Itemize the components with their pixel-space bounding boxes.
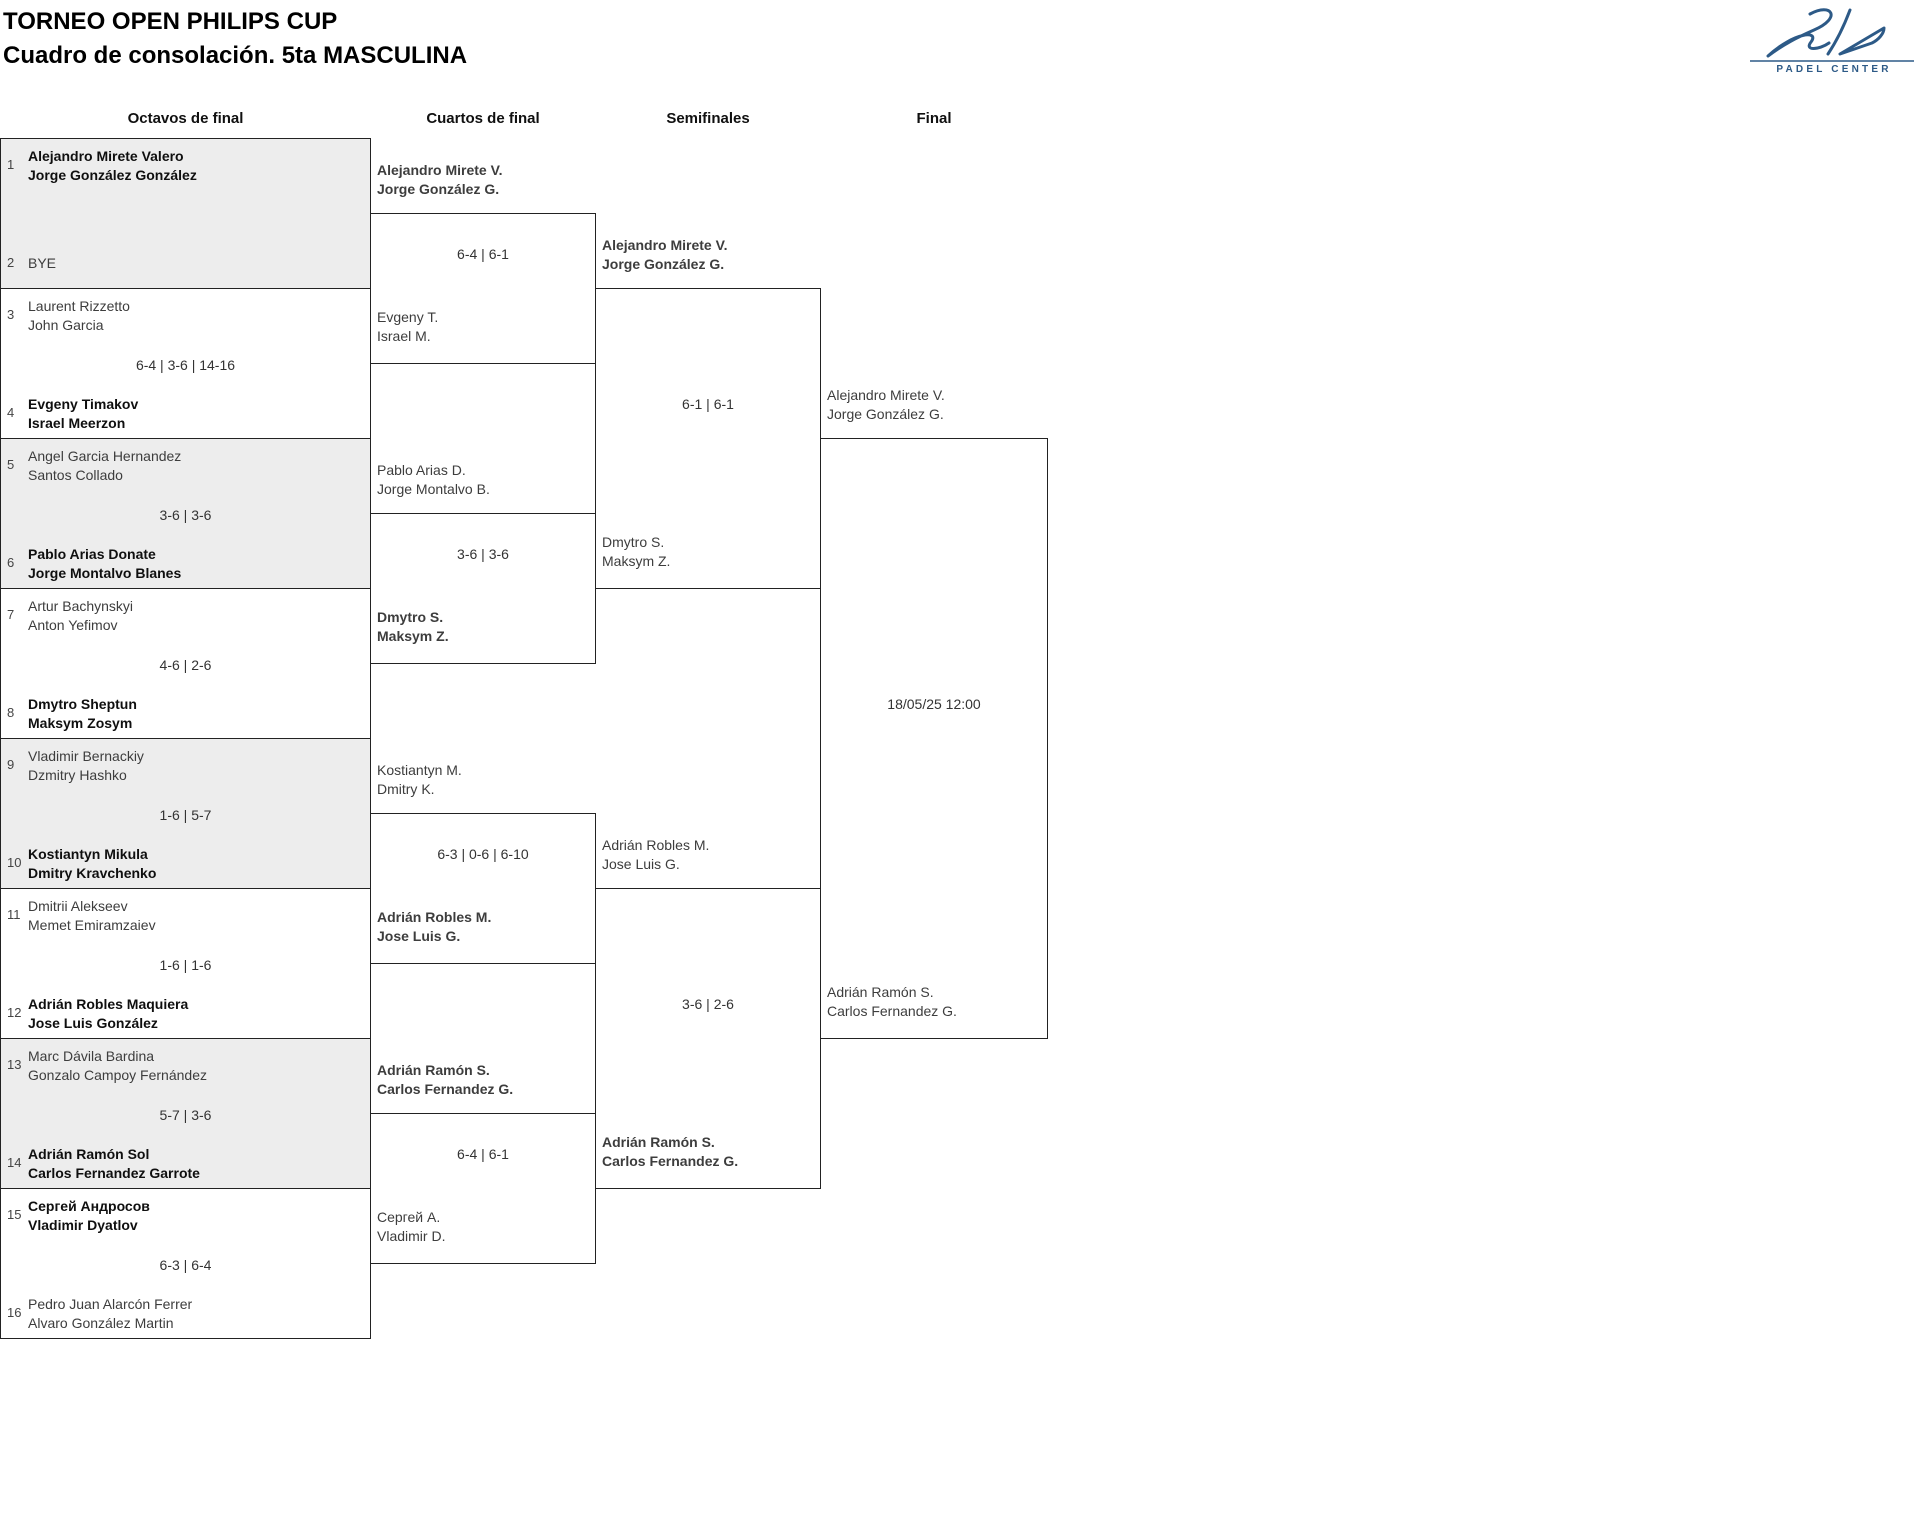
seed-number: 11 (7, 907, 21, 922)
team-name: Kostiantyn M.Dmitry K. (377, 762, 462, 797)
team-name: Adrián Ramón S.Carlos Fernandez G. (377, 1062, 514, 1097)
seed-number: 2 (7, 255, 15, 270)
match-score: 6-3 | 6-4 (159, 1257, 212, 1273)
team-name: Dmitrii Alekseev Memet Emiramzaiev (28, 898, 156, 933)
team-name: Angel Garcia Hernandez Santos Collado (28, 448, 182, 483)
team-name: Alejandro Mirete Valero Jorge González G… (28, 148, 197, 183)
octavos-match-box-3: 5 Angel Garcia Hernandez Santos Collado … (0, 438, 371, 589)
team-name: Pablo Arias D.Jorge Montalvo B. (377, 462, 490, 497)
match-score: 1-6 | 5-7 (159, 807, 212, 823)
round-header-semifinales: Semifinales (666, 110, 750, 127)
seed-number: 14 (7, 1155, 22, 1170)
team-name: Adrián Ramón S.Carlos Fernandez G. (827, 984, 957, 1019)
match-score: 4-6 | 2-6 (159, 657, 212, 673)
octavos-match-box-5: 9 Vladimir Bernackiy Dzmitry Hashko 1-6 … (0, 738, 371, 889)
team-name: Alejandro Mirete V.Jorge González G. (602, 237, 728, 272)
seed-number: 6 (7, 555, 15, 570)
team-name: Сергей А.Vladimir D. (377, 1209, 446, 1244)
match-score: 1-6 | 1-6 (159, 957, 212, 973)
octavos-match-box-2: 3 Laurent Rizzetto John Garcia 6-4 | 3-6… (0, 288, 371, 439)
octavos-match-box-4: 7 Artur Bachynskyi Anton Yefimov 4-6 | 2… (0, 588, 371, 739)
team-name: Kostiantyn Mikula Dmitry Kravchenko (28, 846, 157, 881)
octavos-match-box-1: 1 Alejandro Mirete Valero Jorge González… (0, 138, 371, 289)
seed-number: 3 (7, 307, 15, 322)
final-match-schedule: 18/05/25 12:00 (887, 696, 981, 712)
seed-number: 4 (7, 405, 15, 420)
match-score: 5-7 | 3-6 (159, 1107, 212, 1123)
team-name: Adrián Robles M.Jose Luis G. (377, 909, 492, 944)
team-name: Adrián Ramón Sol Carlos Fernandez Garrot… (28, 1146, 200, 1181)
team-name: BYE (28, 255, 57, 271)
team-name: Evgeny Timakov Israel Meerzon (28, 396, 139, 431)
round-header-octavos: Octavos de final (127, 110, 244, 127)
final-connector-box (820, 438, 1048, 1039)
team-name: Adrián Ramón S.Carlos Fernandez G. (602, 1134, 739, 1169)
round-header-cuartos: Cuartos de final (426, 110, 540, 127)
seed-number: 13 (7, 1057, 22, 1072)
team-name: Dmytro S.Maksym Z. (377, 609, 449, 644)
bracket-subtitle: Cuadro de consolación. 5ta MASCULINA (3, 42, 468, 69)
seed-number: 10 (7, 855, 22, 870)
octavos-match-box-8: 15 Сергей Андросов Vladimir Dyatlov 6-3 … (0, 1188, 371, 1339)
team-name: Vladimir Bernackiy Dzmitry Hashko (28, 748, 144, 783)
team-name: Pablo Arias Donate Jorge Montalvo Blanes (28, 546, 182, 581)
team-name: Dmytro S.Maksym Z. (602, 534, 671, 569)
seed-number: 15 (7, 1207, 22, 1222)
match-score: 3-6 | 3-6 (457, 546, 509, 562)
round-header-final: Final (916, 110, 952, 127)
seed-number: 12 (7, 1005, 22, 1020)
seed-number: 9 (7, 757, 15, 772)
match-score: 6-4 | 6-1 (457, 1146, 509, 1162)
octavos-match-box-6: 11 Dmitrii Alekseev Memet Emiramzaiev 1-… (0, 888, 371, 1039)
team-name: Evgeny T.Israel M. (377, 309, 439, 344)
team-name: Сергей Андросов Vladimir Dyatlov (28, 1198, 150, 1233)
seed-number: 1 (7, 157, 15, 172)
seed-number: 7 (7, 607, 15, 622)
match-score: 6-4 | 3-6 | 14-16 (135, 357, 236, 373)
page-title: TORNEO OPEN PHILIPS CUP Cuadro de consol… (3, 5, 467, 73)
match-score: 3-6 | 3-6 (159, 507, 212, 523)
match-score: 6-3 | 0-6 | 6-10 (437, 846, 529, 862)
team-name: Artur Bachynskyi Anton Yefimov (28, 598, 134, 633)
team-name: Alejandro Mirete V.Jorge González G. (827, 387, 945, 422)
bela-signature-icon: PADEL CENTER (1750, 8, 1914, 75)
team-name: Laurent Rizzetto John Garcia (28, 298, 130, 333)
team-name: Dmytro Sheptun Maksym Zosym (28, 696, 137, 731)
team-name: Marc Dávila Bardina Gonzalo Campoy Ferná… (28, 1048, 207, 1083)
team-name: Adrián Robles Maquiera Jose Luis Gonzále… (28, 996, 189, 1031)
match-score: 6-4 | 6-1 (457, 246, 509, 262)
match-score: 3-6 | 2-6 (682, 996, 734, 1012)
seed-number: 8 (7, 705, 15, 720)
match-score: 6-1 | 6-1 (682, 396, 734, 412)
seed-number: 5 (7, 457, 15, 472)
tournament-name: TORNEO OPEN PHILIPS CUP (3, 8, 338, 35)
seed-number: 16 (7, 1305, 22, 1320)
logo-subtitle: PADEL CENTER (1776, 64, 1891, 74)
octavos-match-box-7: 13 Marc Dávila Bardina Gonzalo Campoy Fe… (0, 1038, 371, 1189)
team-name: Alejandro Mirete V.Jorge González G. (377, 162, 503, 197)
team-name: Pedro Juan Alarcón Ferrer Alvaro Gonzále… (28, 1296, 193, 1331)
club-logo: PADEL CENTER (1744, 2, 1920, 75)
team-name: Adrián Robles M.Jose Luis G. (602, 837, 710, 872)
